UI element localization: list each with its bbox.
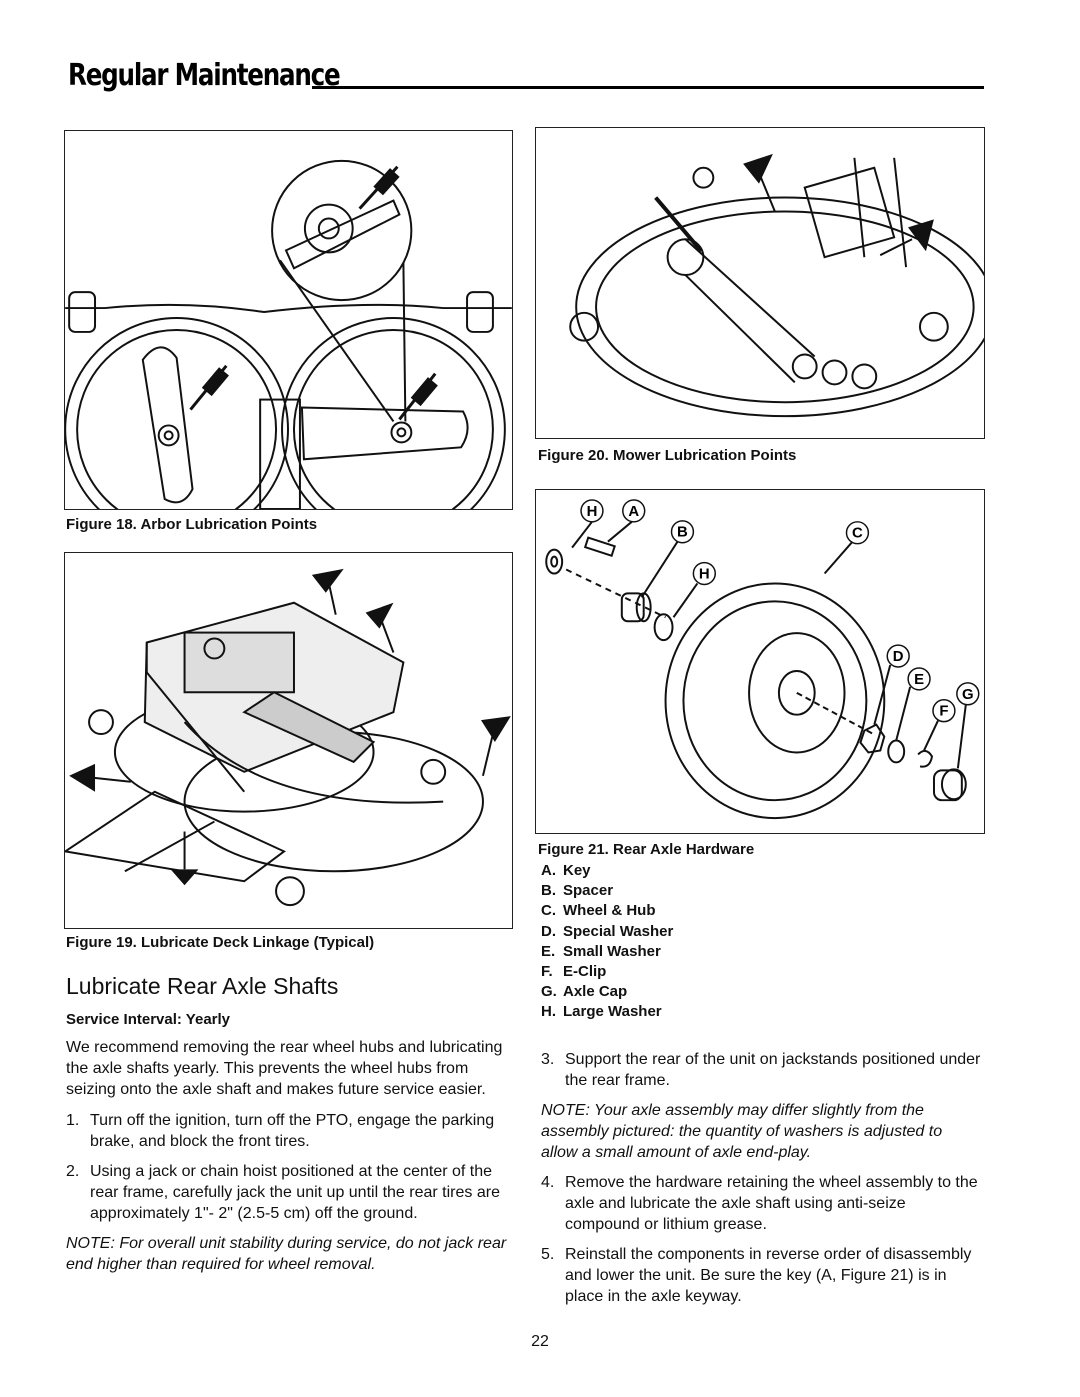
figure-18-arbor-illustration — [64, 130, 513, 510]
rear-axle-hardware-drawing: H A B C H D E G F — [545, 499, 980, 820]
legend-item: E.Small Washer — [541, 942, 661, 960]
left-column-body: We recommend removing the rear wheel hub… — [66, 1037, 510, 1275]
page-header-title: Regular Maintenance — [68, 58, 341, 93]
legend-item: C.Wheel & Hub — [541, 902, 656, 920]
arbor-lubrication-drawing — [65, 159, 512, 509]
figure-19-deck-linkage-illustration — [64, 552, 513, 929]
callout-a: A — [628, 504, 639, 520]
legend-item: B.Spacer — [541, 882, 614, 900]
callout-g: G — [962, 687, 974, 703]
callout-c: C — [852, 526, 863, 542]
note-axle-assembly: NOTE: Your axle assembly may differ slig… — [541, 1102, 943, 1161]
legend-item: A.Key — [541, 862, 591, 879]
deck-linkage-drawing — [65, 568, 511, 907]
legend-item: F.E-Clip — [541, 963, 607, 981]
legend-item: G.Axle Cap — [541, 983, 628, 1001]
step-1: 1. Turn off the ignition, turn off the P… — [66, 1112, 495, 1150]
figure-20-caption: Figure 20. Mower Lubrication Points — [538, 447, 797, 464]
step-2: 2. Using a jack or chain hoist positione… — [66, 1163, 500, 1222]
callout-b: B — [677, 525, 688, 541]
header-rule — [312, 86, 984, 89]
legend-item: H.Large Washer — [541, 1003, 662, 1021]
section-title: Lubricate Rear Axle Shafts — [66, 973, 339, 999]
callout-e: E — [914, 672, 924, 688]
legend-item: D.Special Washer — [541, 922, 674, 940]
figure-21-caption: Figure 21. Rear Axle Hardware — [538, 841, 755, 858]
figure-20-mower-illustration — [535, 127, 985, 439]
callout-h-top: H — [587, 504, 598, 520]
callout-h-lower: H — [699, 566, 710, 582]
callout-d: D — [893, 649, 904, 665]
figure-21-rear-axle-illustration: H A B C H D E G F — [535, 489, 985, 834]
callout-f: F — [939, 704, 948, 720]
right-column-body: 3. Support the rear of the unit on jacks… — [541, 1049, 981, 1307]
service-interval: Service Interval: Yearly — [66, 1011, 231, 1028]
figure-21-legend: A.Key B.Spacer C.Wheel & Hub D.Special W… — [541, 861, 673, 1023]
intro-paragraph: We recommend removing the rear wheel hub… — [66, 1039, 503, 1098]
step-3: 3. Support the rear of the unit on jacks… — [541, 1051, 981, 1089]
page-number: 22 — [531, 1333, 549, 1350]
mower-lubrication-drawing — [569, 153, 984, 418]
note-stability: NOTE: For overall unit stability during … — [66, 1235, 507, 1273]
step-5: 5. Reinstall the components in reverse o… — [541, 1246, 972, 1305]
figure-18-caption: Figure 18. Arbor Lubrication Points — [66, 516, 318, 533]
figure-19-caption: Figure 19. Lubricate Deck Linkage (Typic… — [66, 934, 375, 951]
step-4: 4. Remove the hardware retaining the whe… — [541, 1174, 978, 1233]
